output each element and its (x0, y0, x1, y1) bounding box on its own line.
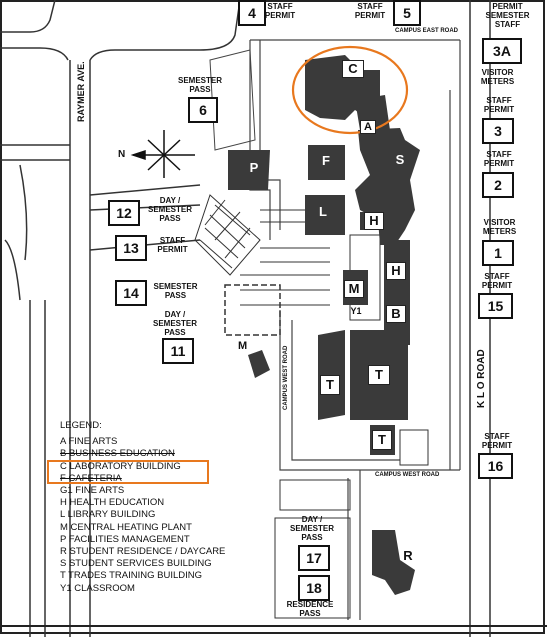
legend: LEGEND: A FINE ARTS B BUSINESS EDUCATION… (60, 420, 260, 595)
building-c: C (342, 60, 364, 78)
building-s: S (395, 152, 405, 167)
legend-item: Y1 CLASSROOM (60, 582, 135, 594)
legend-item: B BUSINESS EDUCATION (60, 448, 175, 460)
lot-15-label: STAFF PERMIT (481, 272, 513, 290)
legend-item: H HEALTH EDUCATION (60, 497, 165, 509)
lot-14-box: 14 (115, 280, 147, 306)
building-h-lower: H (386, 262, 406, 280)
lot-11-box: 11 (162, 338, 194, 364)
building-b: B (386, 305, 406, 323)
lot-12-label: DAY / SEMESTER PASS (147, 196, 192, 223)
staff-permit-top-label: STAFF PERMIT (264, 2, 296, 20)
lot-6-label: SEMESTER PASS (177, 76, 222, 94)
lot-14-label: SEMESTER PASS (153, 282, 198, 300)
legend-item: M CENTRAL HEATING PLANT (60, 521, 192, 533)
visitor-meters-top-label: VISITOR METERS (480, 68, 515, 86)
lot-3-label: STAFF PERMIT (483, 96, 515, 114)
lot-4-box: 4 (238, 0, 266, 26)
legend-item: P FACILITIES MANAGEMENT (60, 533, 190, 545)
lot-17-box: 17 (298, 545, 330, 571)
legend-item: L LIBRARY BUILDING (60, 509, 156, 521)
legend-item: G1 FINE ARTS (60, 485, 125, 497)
building-y1: Y1 (350, 306, 362, 316)
lot-2-box: 2 (482, 172, 514, 198)
building-m-small: M (238, 340, 248, 352)
klo-road-label: K L O ROAD (476, 349, 487, 408)
legend-item: S STUDENT SERVICES BUILDING (60, 558, 212, 570)
campus-east-road-label: CAMPUS EAST ROAD (395, 28, 459, 34)
building-h-upper: H (364, 212, 384, 230)
lot-5-label: STAFF PERMIT (354, 2, 386, 20)
building-l: L (319, 204, 327, 219)
lot-17-label: DAY / SEMESTER PASS (289, 515, 334, 542)
legend-title: LEGEND: (60, 420, 102, 431)
legend-item-highlighted: C LABORATORY BUILDING (60, 460, 181, 472)
building-f: F (322, 153, 330, 168)
lot-11-label: DAY / SEMESTER PASS (152, 310, 197, 337)
lot-2-label: STAFF PERMIT (483, 150, 515, 168)
campus-center-road-label: CAMPUS WEST ROAD (283, 345, 289, 410)
legend-highlight-box (47, 460, 209, 484)
legend-item: R STUDENT RESIDENCE / DAYCARE (60, 546, 226, 558)
legend-item: A FINE ARTS (60, 436, 118, 448)
building-p: P (249, 160, 259, 175)
building-a: A (360, 120, 376, 134)
lot-16-label: STAFF PERMIT (481, 432, 513, 450)
lot-1-label: VISITOR METERS (482, 218, 517, 236)
lot-18-box: 18 (298, 575, 330, 601)
legend-item: T TRADES TRAINING BUILDING (60, 570, 202, 582)
lot-3a-label: PERMIT SEMESTER STAFF (485, 2, 530, 29)
compass-north-label: N (118, 149, 126, 160)
lot-12-box: 12 (108, 200, 140, 226)
building-r: R (403, 548, 413, 563)
building-m: M (344, 280, 364, 298)
building-t-left: T (320, 375, 340, 395)
lot-18-label: RESIDENCE PASS (286, 600, 334, 618)
lot-6-box: 6 (188, 97, 218, 123)
building-t-small: T (372, 430, 392, 450)
lot-13-label: STAFF PERMIT (157, 236, 188, 254)
lot-3a-box: 3A (482, 38, 522, 64)
lot-16-box: 16 (478, 453, 513, 479)
raymer-ave-label: RAYMER AVE. (76, 61, 86, 122)
lot-15-box: 15 (478, 293, 513, 319)
building-t-large: T (368, 365, 390, 385)
lot-1-box: 1 (482, 240, 514, 266)
lot-3-box: 3 (482, 118, 514, 144)
campus-west-road-label: CAMPUS WEST ROAD (375, 472, 440, 478)
legend-item: F CAFETERIA (60, 472, 122, 484)
lot-13-box: 13 (115, 235, 147, 261)
lot-5-box: 5 (393, 0, 421, 26)
